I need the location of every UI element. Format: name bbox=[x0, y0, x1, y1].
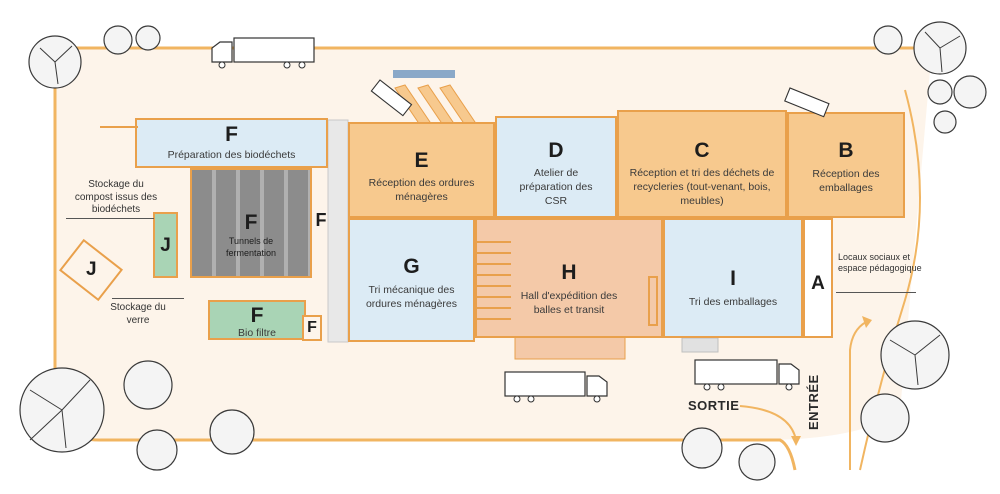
zone-i-label: Tri des emballages bbox=[688, 296, 778, 308]
tree-icon bbox=[927, 79, 953, 105]
tree-icon bbox=[123, 360, 173, 410]
zone-f4-letter: F bbox=[250, 304, 264, 327]
tree-icon bbox=[681, 427, 723, 469]
zone-f3-letter: F bbox=[315, 210, 327, 230]
arrow-entree-head-icon bbox=[862, 316, 872, 328]
locaux-leader-line bbox=[836, 292, 916, 293]
zone-j1: J bbox=[153, 212, 178, 278]
tree-icon bbox=[136, 429, 178, 471]
zone-f3: F bbox=[312, 205, 330, 235]
zone-a-letter: A bbox=[811, 273, 825, 294]
tree-icon bbox=[860, 393, 910, 443]
zone-g-label: Tri mécanique des ordures ménagères bbox=[365, 284, 458, 311]
zone-d-label: Atelier de préparation des CSR bbox=[519, 167, 593, 208]
dock-bar bbox=[393, 70, 455, 78]
truck-icon bbox=[370, 79, 413, 117]
arrow-sortie-head-icon bbox=[791, 436, 801, 446]
bay-door bbox=[648, 276, 658, 326]
label-locaux-sociaux: Locaux sociaux et espace pédagogique bbox=[838, 252, 922, 274]
zone-i-letter: I bbox=[730, 267, 736, 290]
zone-h-label: Hall d'expédition des balles et transit bbox=[520, 290, 618, 317]
arrow-entree-icon bbox=[849, 321, 867, 470]
zone-g: G Tri mécanique des ordures ménagères bbox=[348, 218, 475, 342]
truck-icon bbox=[784, 87, 830, 118]
zone-d-letter: D bbox=[548, 139, 564, 162]
step-H bbox=[514, 334, 626, 360]
zone-j1-letter: J bbox=[160, 235, 171, 256]
label-stockage-verre: Stockage du verre bbox=[110, 302, 166, 326]
tree-icon bbox=[933, 110, 957, 134]
label-sortie: SORTIE bbox=[688, 398, 740, 413]
zone-f-tunnels: F Tunnels de fermentation bbox=[190, 168, 312, 278]
zone-f2-letter: F bbox=[244, 211, 258, 234]
zone-b: B Réception des emballages bbox=[787, 112, 905, 218]
zone-h-letter: H bbox=[561, 261, 577, 284]
truck-icon bbox=[211, 37, 315, 69]
truck-icon bbox=[504, 371, 608, 403]
tree-icon bbox=[953, 75, 987, 109]
step-I bbox=[681, 337, 719, 353]
loading-bays bbox=[477, 232, 511, 322]
zone-c: C Réception et tri des déchets de recycl… bbox=[617, 110, 787, 218]
dock-chutes bbox=[394, 84, 478, 126]
tree-icon bbox=[209, 409, 255, 455]
zone-e-label: Réception des ordures ménagères bbox=[368, 177, 475, 204]
zone-e-letter: E bbox=[414, 149, 429, 172]
arrow-sortie-icon bbox=[739, 405, 797, 441]
verre-leader-line bbox=[112, 298, 184, 299]
zone-f4-label: Bio filtre bbox=[238, 327, 276, 339]
zone-f2-label: Tunnels de fermentation bbox=[225, 236, 277, 259]
zone-f-preparation: F Préparation des biodéchets bbox=[135, 118, 328, 168]
tree-icon bbox=[738, 443, 776, 481]
zone-i: I Tri des emballages bbox=[663, 218, 803, 338]
zone-f1-label: Préparation des biodéchets bbox=[167, 149, 296, 161]
tree-icon bbox=[135, 25, 161, 51]
zone-b-label: Réception des emballages bbox=[812, 168, 880, 195]
tree-icon bbox=[103, 25, 133, 55]
zone-f-biofiltre: F Bio filtre bbox=[208, 300, 306, 340]
compost-leader-line bbox=[66, 218, 154, 219]
wall-bar bbox=[100, 126, 138, 128]
zone-c-letter: C bbox=[694, 139, 710, 162]
zone-f5-letter: F bbox=[307, 319, 317, 336]
truck-icon bbox=[694, 359, 800, 391]
zone-f1-letter: F bbox=[225, 123, 238, 146]
zone-g-letter: G bbox=[403, 255, 420, 278]
zone-d: D Atelier de préparation des CSR bbox=[495, 116, 617, 218]
zone-c-label: Réception et tri des déchets de recycler… bbox=[629, 167, 775, 208]
label-stockage-compost: Stockage du compost issus des biodéchets bbox=[74, 179, 158, 215]
zone-b-letter: B bbox=[838, 139, 854, 162]
zone-e: E Réception des ordures ménagères bbox=[348, 122, 495, 218]
tree-icon bbox=[873, 25, 903, 55]
zone-f5: F bbox=[302, 315, 322, 341]
zone-a: A bbox=[803, 218, 833, 338]
